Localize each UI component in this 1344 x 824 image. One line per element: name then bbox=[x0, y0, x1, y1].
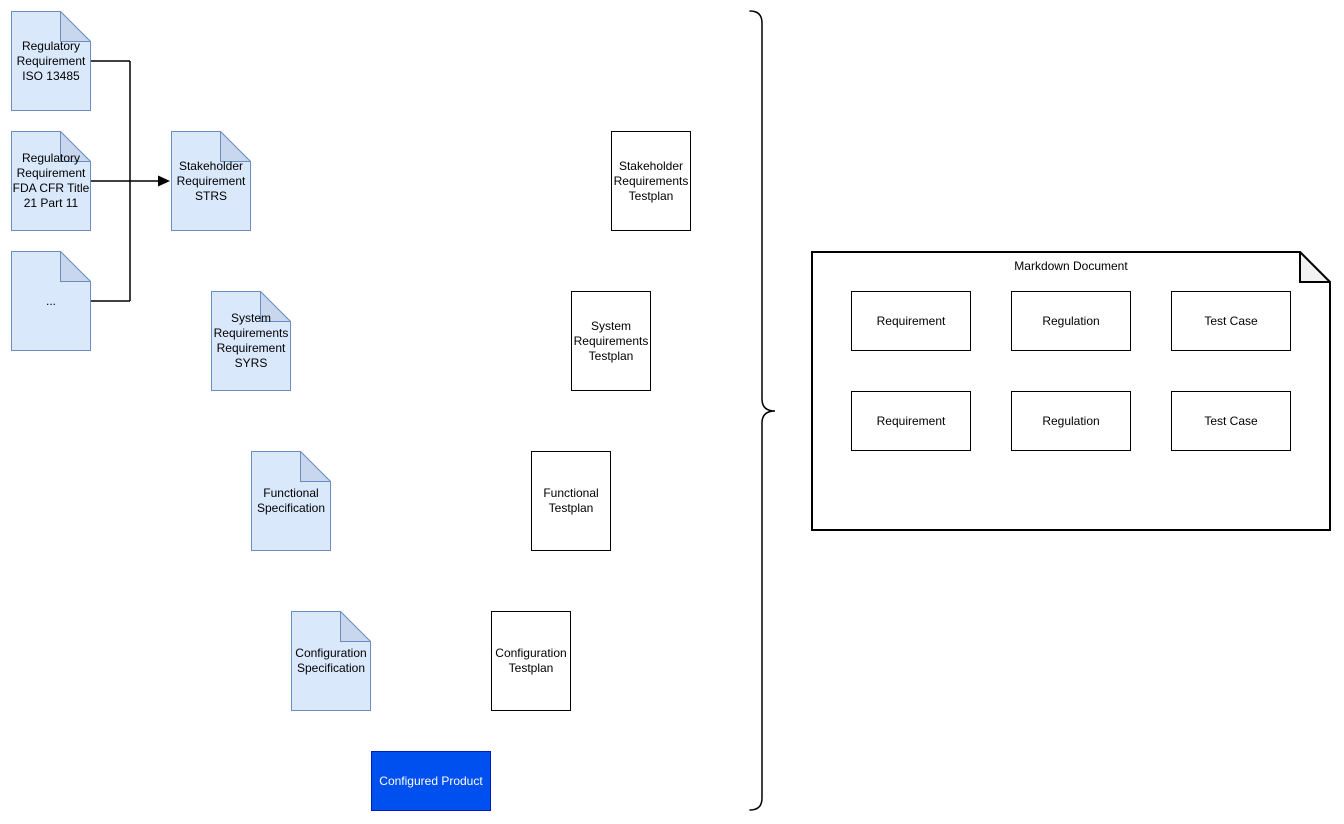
document-shape bbox=[171, 131, 251, 231]
doc-node-functional-spec[interactable]: Functional Specification bbox=[251, 451, 331, 551]
doc-node-regulatory-fda[interactable]: Regulatory Requirement FDA CFR Title 21 … bbox=[11, 131, 91, 231]
doc-node-stakeholder-strs[interactable]: Stakeholder Requirement STRS bbox=[171, 131, 251, 231]
doc-label: Configuration Specification bbox=[295, 646, 367, 675]
arrowhead-icon bbox=[158, 175, 170, 187]
document-shape bbox=[251, 451, 331, 551]
document-shape bbox=[11, 131, 91, 231]
testplan-node-stakeholder[interactable]: Stakeholder Requirements Testplan bbox=[611, 131, 691, 231]
chip-regulation-row1[interactable]: Regulation bbox=[1011, 291, 1131, 351]
doc-node-configuration-spec[interactable]: Configuration Specification bbox=[291, 611, 371, 711]
configured-product-node[interactable]: Configured Product bbox=[371, 751, 491, 811]
chip-regulation-row2[interactable]: Regulation bbox=[1011, 391, 1131, 451]
document-shape bbox=[211, 291, 291, 391]
markdown-document-panel[interactable]: Markdown Document Requirement Regulation… bbox=[811, 251, 1331, 531]
doc-label: Regulatory Requirement FDA CFR Title 21 … bbox=[12, 151, 90, 210]
doc-node-regulatory-more[interactable]: ... bbox=[11, 251, 91, 351]
chip-requirement-row1[interactable]: Requirement bbox=[851, 291, 971, 351]
chip-testcase-row1[interactable]: Test Case bbox=[1171, 291, 1291, 351]
doc-label: Regulatory Requirement ISO 13485 bbox=[16, 38, 86, 83]
doc-node-regulatory-iso[interactable]: Regulatory Requirement ISO 13485 bbox=[11, 11, 91, 111]
doc-label: System Requirements Requirement SYRS bbox=[213, 311, 289, 370]
chip-requirement-row2[interactable]: Requirement bbox=[851, 391, 971, 451]
merge-connector-lines bbox=[91, 60, 160, 302]
document-shape bbox=[11, 11, 91, 111]
panel-title: Markdown Document bbox=[1014, 259, 1128, 273]
testplan-node-functional[interactable]: Functional Testplan bbox=[531, 451, 611, 551]
doc-node-system-syrs[interactable]: System Requirements Requirement SYRS bbox=[211, 291, 291, 391]
doc-label: ... bbox=[45, 293, 56, 308]
document-shape bbox=[11, 251, 91, 351]
doc-label: Stakeholder Requirement STRS bbox=[176, 158, 246, 203]
chip-testcase-row2[interactable]: Test Case bbox=[1171, 391, 1291, 451]
testplan-node-system[interactable]: System Requirements Testplan bbox=[571, 291, 651, 391]
curly-brace bbox=[749, 10, 776, 811]
doc-label: Functional Specification bbox=[256, 486, 326, 515]
testplan-node-configuration[interactable]: Configuration Testplan bbox=[491, 611, 571, 711]
document-shape bbox=[291, 611, 371, 711]
